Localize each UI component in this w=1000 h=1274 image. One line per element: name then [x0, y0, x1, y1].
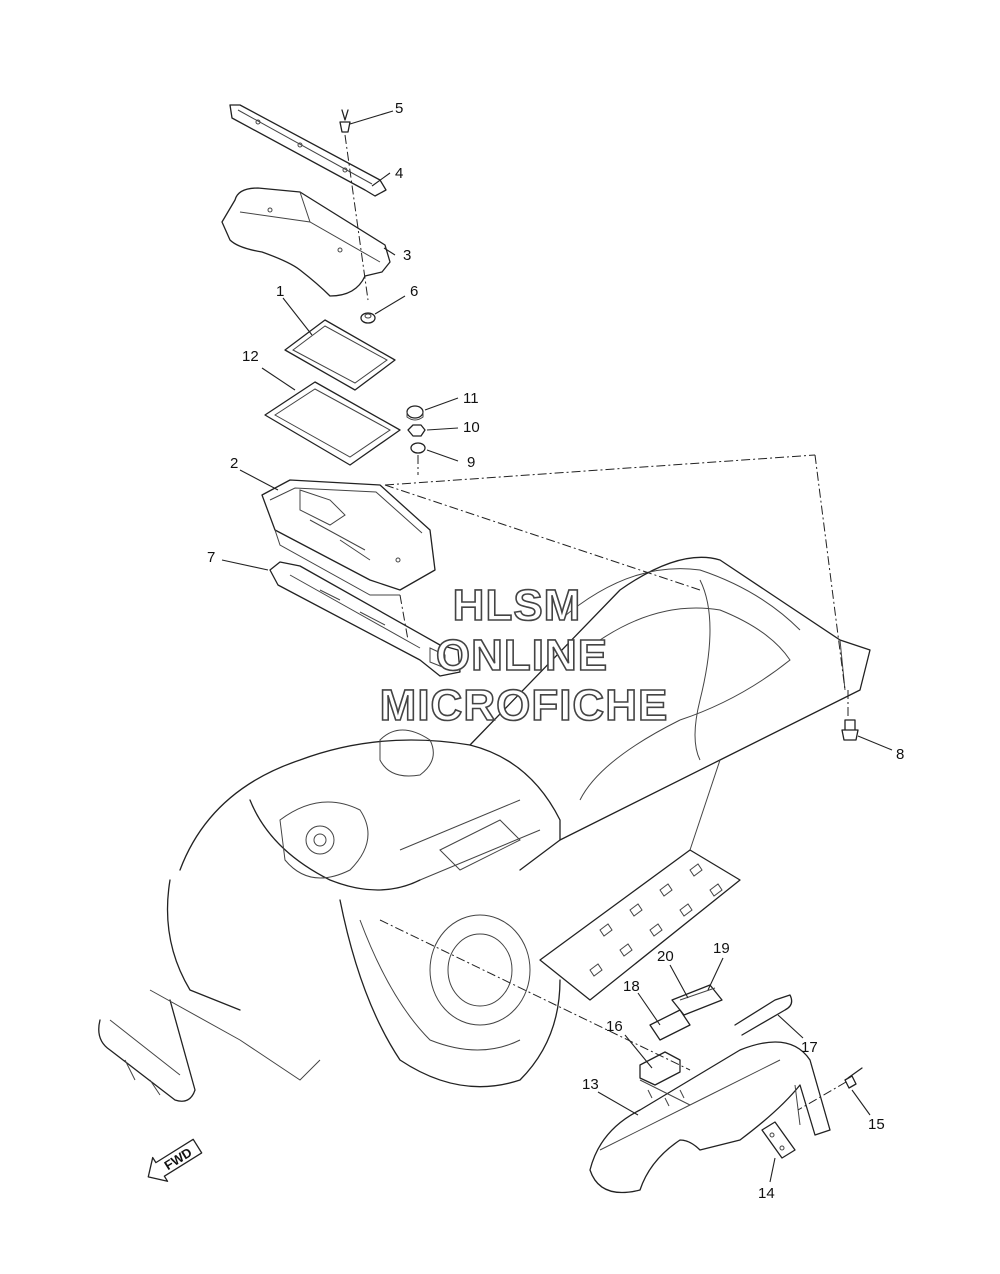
- leader-lines: [221, 110, 893, 1183]
- part-11-collar: [406, 405, 424, 421]
- part-8-bolt: [841, 719, 859, 741]
- callout-10: 10: [463, 419, 480, 436]
- callout-7: 7: [207, 549, 215, 566]
- watermark-line-2: ONLINE: [436, 631, 608, 680]
- part-18-decal: [649, 1009, 691, 1041]
- part-4-rail-bracket: [229, 104, 387, 197]
- callout-4: 4: [395, 165, 403, 182]
- watermark-line-3: MICROFICHE: [380, 681, 669, 730]
- front-bumper: [98, 989, 321, 1102]
- callout-19: 19: [713, 940, 730, 957]
- callout-9: 9: [467, 454, 475, 471]
- running-board: [539, 849, 741, 1001]
- part-9-washer: [410, 442, 426, 454]
- part-2-housing: [261, 479, 436, 596]
- part-19-decal: [679, 987, 716, 1001]
- part-1-filter: [284, 319, 396, 391]
- callout-6: 6: [410, 283, 418, 300]
- watermark-line-1: HLSM: [453, 581, 582, 630]
- part-10-nut: [407, 424, 426, 437]
- callout-12: 12: [242, 348, 259, 365]
- callout-20: 20: [657, 948, 674, 965]
- front-body: [166, 729, 561, 1088]
- callout-14: 14: [758, 1185, 775, 1202]
- part-16-bracket: [639, 1051, 691, 1107]
- part-14-plate: [761, 1121, 796, 1159]
- part-15-rivet: [844, 1067, 863, 1089]
- part-3-cover: [221, 187, 391, 297]
- part-5-screw: [339, 109, 351, 133]
- callout-1: 1: [276, 283, 284, 300]
- part-17-hanger: [734, 994, 793, 1036]
- fwd-arrow: FWD: [147, 1138, 203, 1182]
- callout-8: 8: [896, 746, 904, 763]
- seat-assembly: [469, 556, 871, 871]
- callout-17: 17: [801, 1039, 818, 1056]
- watermark: HLSM ONLINE MICROFICHE: [379, 580, 669, 731]
- callout-16: 16: [606, 1018, 623, 1035]
- callout-5: 5: [395, 100, 403, 117]
- callout-2: 2: [230, 455, 238, 472]
- part-20-decal: [671, 984, 723, 1016]
- part-7-bracket: [269, 561, 461, 677]
- part-6-grommet: [360, 312, 376, 324]
- callout-15: 15: [868, 1116, 885, 1133]
- callout-11: 11: [463, 390, 479, 407]
- part-12-gasket: [264, 381, 401, 466]
- part-13-snowflap: [589, 1041, 831, 1194]
- callout-numbers: 1 2 3 4 5 6 7 8 9 10 11 12 13 14 15 16 1…: [207, 100, 904, 1202]
- callout-3: 3: [403, 247, 411, 264]
- callout-13: 13: [582, 1076, 599, 1093]
- callout-18: 18: [623, 978, 640, 995]
